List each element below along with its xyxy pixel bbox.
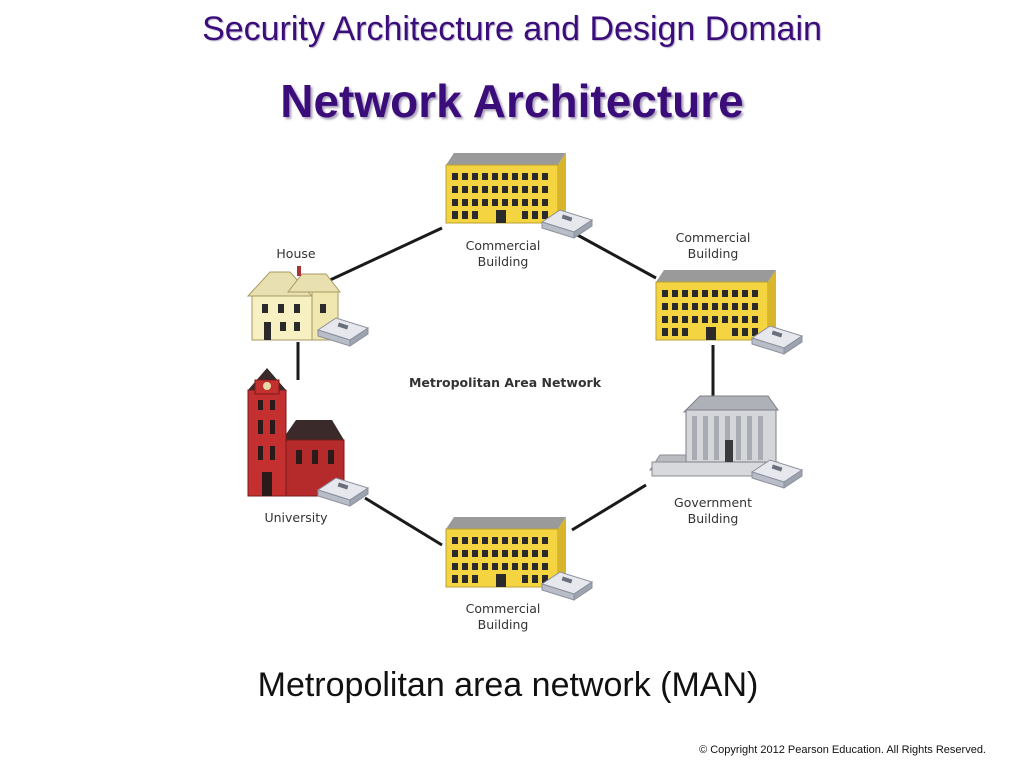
- label-commercial-bottom: Commercial Building: [465, 601, 541, 632]
- domain-title: Security Architecture and Design Domain: [202, 10, 822, 48]
- label-house: House: [276, 246, 316, 261]
- slide-title: Network Architecture: [280, 75, 744, 127]
- commercial-building-top: [445, 152, 593, 239]
- house-icon: [246, 266, 342, 341]
- commercial-building-icon: [445, 152, 567, 224]
- link-commercial-top-commercial-right: [571, 230, 657, 280]
- label-commercial-right: Commercial Building: [675, 230, 751, 261]
- commercial-building-icon: [445, 516, 567, 588]
- government-building: [649, 395, 803, 489]
- label-commercial-top: Commercial Building: [465, 238, 541, 269]
- figure-caption: Metropolitan area network (MAN): [257, 666, 759, 704]
- government-building-icon: [649, 395, 781, 477]
- university-building: [247, 368, 369, 507]
- commercial-building-right: [655, 269, 803, 355]
- link-commercial-bottom-university: [364, 496, 443, 547]
- label-government: Government Building: [674, 495, 752, 526]
- center-label: Metropolitan Area Network: [408, 375, 602, 390]
- label-university: University: [264, 510, 328, 525]
- house: [246, 266, 369, 347]
- commercial-building-icon: [655, 269, 777, 341]
- university-building-icon: [247, 368, 345, 497]
- commercial-building-bottom: [445, 516, 593, 601]
- link-government-commercial-bottom: [571, 483, 647, 532]
- copyright-notice: © Copyright 2012 Pearson Education. All …: [699, 744, 986, 756]
